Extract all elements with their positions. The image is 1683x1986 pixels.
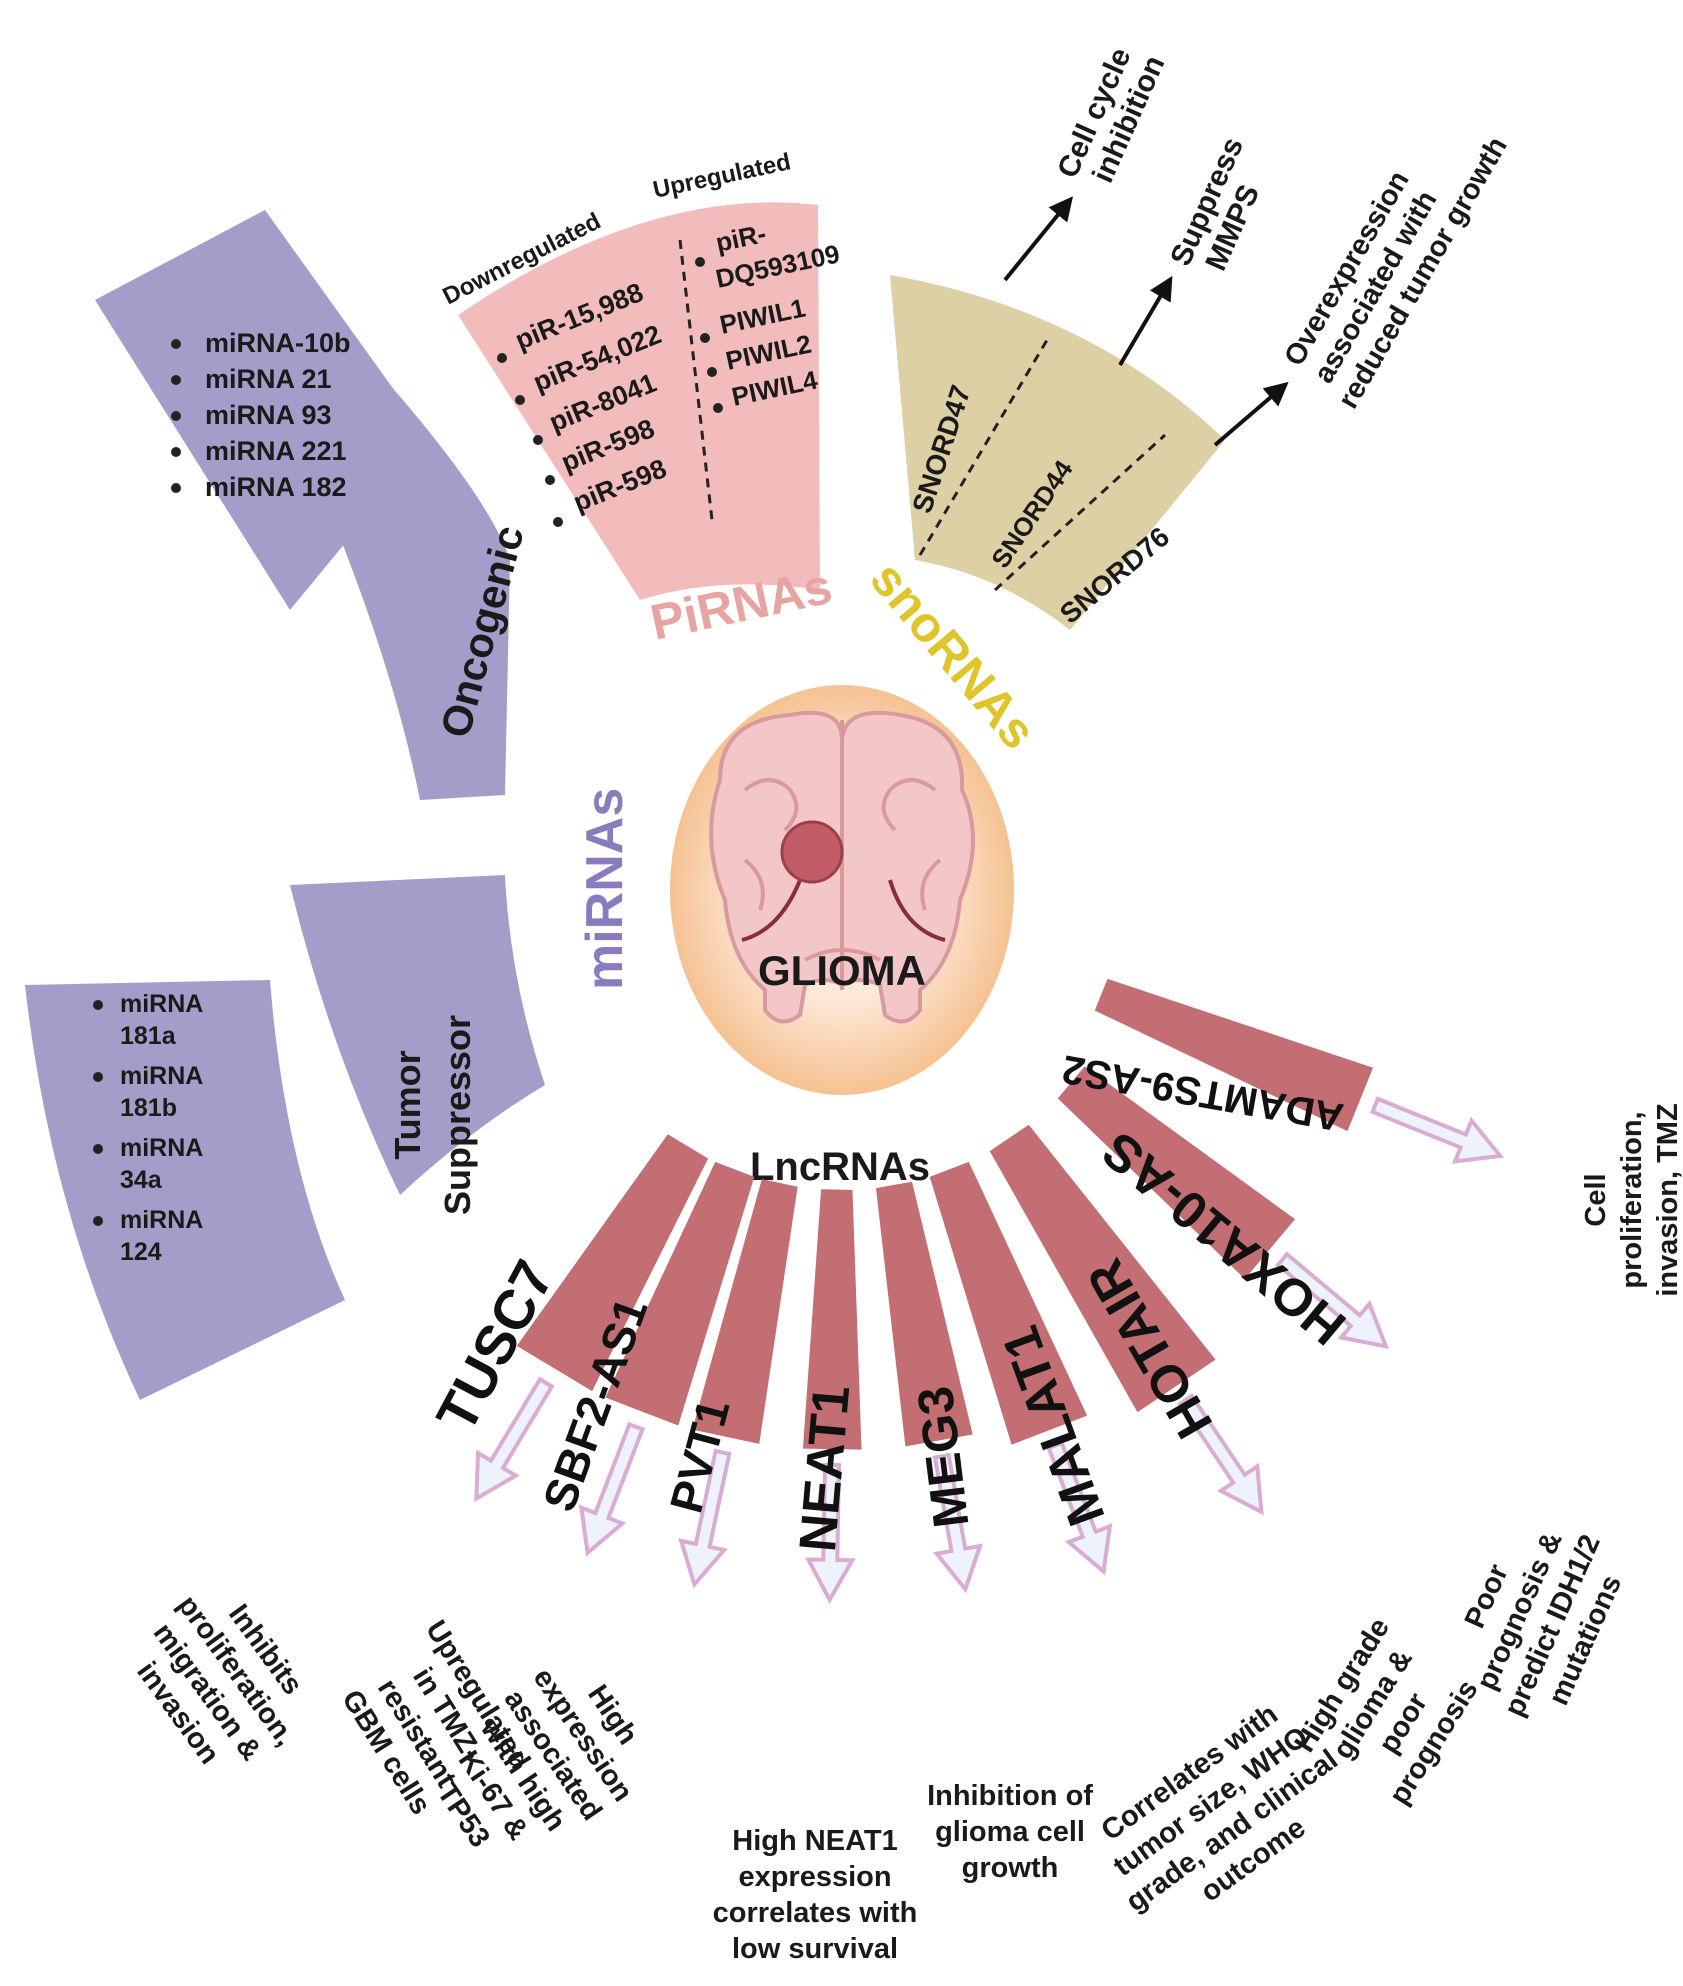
lncrna-effect-line: growth: [962, 1852, 1059, 1884]
mirna-suppressor-label-block: [290, 875, 545, 1195]
lncrna-wedge: [802, 1189, 862, 1450]
mirna-suppressor-item: miRNA: [120, 1134, 203, 1162]
lncrna-arrow: [804, 1462, 856, 1605]
snorna-group: SNORD47 SNORD44 SNORD76 snoRNAs Cell cyc…: [860, 43, 1514, 759]
lncrna-wedge: [1094, 978, 1374, 1132]
pirna-group: Downregulated Upregulated piR-15,988 piR…: [438, 148, 842, 650]
lncrna-effect-line: glioma cell: [935, 1816, 1085, 1848]
glioma-label: GLIOMA: [758, 947, 926, 994]
lncrna-wedge: [1057, 1066, 1296, 1280]
lncrna-effect: Inhibition of glioma cell growth: [927, 1780, 1093, 1884]
snorna-arrow: [1118, 275, 1173, 367]
lncrna-wedge: [875, 1181, 973, 1447]
mirna-suppressor-label-2: Suppressor: [437, 1015, 478, 1215]
lncrna-wedges: [516, 978, 1374, 1450]
mirna-oncogenic-item: miRNA-10b: [205, 328, 351, 358]
snorna-divider: [993, 433, 1167, 592]
mirna-suppressor-list-block: [25, 980, 345, 1400]
pirna-upregulated-label: Upregulated: [651, 148, 794, 204]
lncrna-wedge: [516, 1134, 709, 1392]
mirna-group: miRNA-10b miRNA 21 miRNA 93 miRNA 221 mi…: [25, 210, 634, 1400]
mirnas-title: miRNAs: [576, 788, 634, 990]
mirna-suppressor-list: miRNA 181a miRNA 181b miRNA 34a miRNA 12…: [93, 990, 203, 1266]
lncrna-arrows: [474, 1096, 1505, 1605]
lncrna-label: MEG3: [907, 1383, 980, 1530]
mirna-suppressor-item: 181b: [120, 1094, 177, 1122]
lncrnas-title: LncRNAs: [750, 1145, 930, 1189]
mirna-oncogenic-item: miRNA 221: [205, 436, 347, 466]
snorna-effect-3: Overexpression associated with reduced t…: [1278, 132, 1513, 415]
lncrna-effect-line: invasion, TMZ: [1652, 1103, 1683, 1296]
lncrna-effect-line: correlates with: [713, 1897, 918, 1929]
lncrna-arrow: [578, 1421, 646, 1557]
lncrna-effect: High NEAT1 expression correlates with low s…: [713, 1825, 918, 1965]
mirna-oncogenic-list: miRNA-10b miRNA 21 miRNA 93 miRNA 221 mi…: [171, 328, 351, 502]
brain-icon: [709, 710, 975, 1024]
lncrna-effect-line: proliferation,: [1616, 1111, 1648, 1288]
lncrna-effect-line: low survival: [732, 1933, 898, 1965]
lncrna-arrow: [932, 1452, 983, 1594]
mirna-oncogenic-label-block: [310, 385, 510, 800]
snorna-effect-1: Cell cycle inhibition: [1051, 43, 1171, 188]
lncrna-arrow: [474, 1376, 555, 1503]
lncrna-wedge: [989, 1124, 1216, 1413]
snorna-arrow: [1003, 196, 1074, 282]
lncrna-effect-line: Cell: [1580, 1173, 1612, 1226]
lncrna-effect-line: High NEAT1: [732, 1825, 897, 1857]
snorna-arrow: [1213, 381, 1289, 447]
lncrna-label: NEAT1: [789, 1383, 861, 1554]
lncrna-effect-line: Inhibition of: [927, 1780, 1093, 1812]
lncrna-arrow: [678, 1448, 732, 1589]
glioma-center: GLIOMA: [670, 685, 1014, 1095]
mirna-suppressor-item: 124: [120, 1238, 162, 1266]
pirna-block: [458, 202, 820, 600]
lncrna-arrow: [1275, 1251, 1390, 1350]
tumor-icon: [780, 820, 844, 884]
mirna-oncogenic-item: miRNA 21: [205, 364, 332, 394]
lncrna-wedge: [929, 1161, 1088, 1445]
lncrna-wedge: [692, 1179, 798, 1444]
lncrna-arrow: [1369, 1096, 1505, 1164]
mirna-suppressor-item: 34a: [120, 1166, 163, 1194]
lncrna-wedge: [605, 1161, 755, 1426]
lncrna-arrow: [1046, 1440, 1113, 1576]
mirna-oncogenic-item: miRNA 93: [205, 400, 332, 430]
lncrna-effect-line: expression: [738, 1861, 891, 1893]
mirna-suppressor-item: miRNA: [120, 1206, 203, 1234]
mirna-suppressor-item: miRNA: [120, 990, 203, 1018]
mirna-suppressor-item: miRNA: [120, 1062, 203, 1090]
mirna-suppressor-label-1: Tumor: [387, 1050, 428, 1159]
snorna-effect-2: Suppress MMPS: [1164, 133, 1266, 276]
mirna-oncogenic-item: miRNA 182: [205, 472, 347, 502]
lncrna-arrow: [1177, 1393, 1264, 1516]
mirna-suppressor-item: 181a: [120, 1022, 177, 1050]
snorna-divider: [918, 334, 1052, 556]
snorna-block: [890, 275, 1225, 630]
